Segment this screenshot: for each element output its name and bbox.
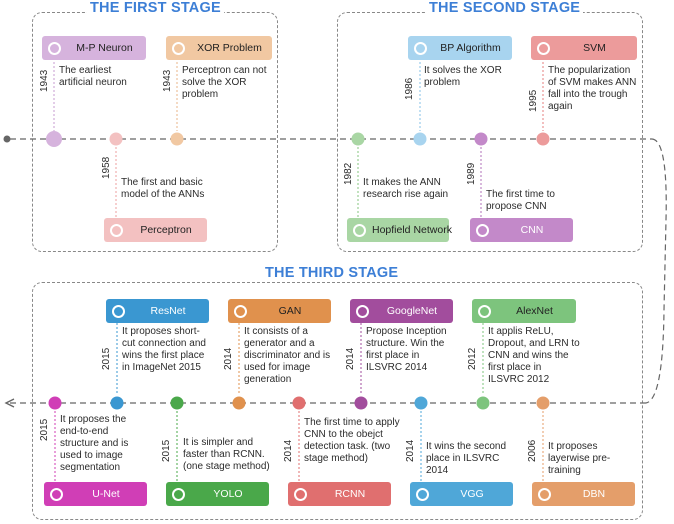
- ring-icon: [110, 223, 123, 237]
- cnn-desc: The first time to propose CNN: [486, 189, 555, 212]
- yolo-year: 2015: [161, 439, 172, 462]
- ring-icon: [172, 487, 185, 501]
- vgg-label: VGG: [410, 482, 513, 506]
- svm-desc: The popularization of SVM makes ANN fall…: [548, 65, 637, 112]
- dbn-year: 2006: [527, 439, 538, 462]
- rcnn-label: RCNN: [288, 482, 391, 506]
- googlenet-desc: Propose Inception structure. Win the fir…: [366, 326, 447, 373]
- dot-yolo: [170, 396, 184, 410]
- gan-label: GAN: [228, 299, 331, 323]
- mp-neuron-label: M-P Neuron: [42, 36, 146, 60]
- hopfield-year: 1982: [343, 162, 354, 185]
- ring-icon: [538, 487, 551, 501]
- third-stage-title: THE THIRD STAGE: [262, 265, 402, 281]
- bp-algorithm-label: BP Algorithm: [408, 36, 512, 60]
- third-stage-box: [32, 282, 643, 520]
- perceptron-year: 1958: [101, 156, 112, 179]
- hopfield-desc: It makes the ANN research rise again: [363, 177, 449, 200]
- ring-icon: [48, 41, 61, 55]
- ring-icon: [478, 304, 491, 318]
- googlenet-label: GoogleNet: [350, 299, 453, 323]
- bp-algorithm-desc: It solves the XOR problem: [424, 65, 502, 88]
- dot-googlenet: [354, 396, 368, 410]
- xor-problem-year: 1943: [162, 69, 173, 92]
- vgg-desc: It wins the second place in ILSVRC 2014: [426, 441, 507, 476]
- alexnet-label: AlexNet: [472, 299, 576, 323]
- vgg-year: 2014: [405, 439, 416, 462]
- dot-rcnn: [292, 396, 306, 410]
- rcnn-desc: The first time to apply CNN to the obejc…: [304, 417, 400, 464]
- mp-neuron-year: 1943: [39, 69, 50, 92]
- hopfield-network-label: Hopfield Network: [347, 218, 452, 242]
- gan-year: 2014: [223, 347, 234, 370]
- unet-desc: It proposes the end-to-end structure and…: [60, 414, 129, 473]
- alexnet-desc: It applis ReLU, Dropout, and LRN to CNN …: [488, 326, 580, 385]
- dbn-desc: It proposes layerwise pre-training: [548, 441, 611, 476]
- dot-unet: [48, 396, 62, 410]
- mp-neuron-desc: The earliest artificial neuron: [59, 65, 127, 88]
- dot-gan: [232, 396, 246, 410]
- dot-svm: [536, 132, 550, 146]
- second-stage-title: THE SECOND STAGE: [426, 0, 584, 16]
- xor-problem-label: XOR Problem: [166, 36, 272, 60]
- resnet-desc: It proposes short-cut connection and win…: [122, 326, 206, 373]
- perceptron-label: Perceptron: [104, 218, 207, 242]
- ring-icon: [172, 41, 185, 55]
- ring-icon: [416, 487, 429, 501]
- cnn-year: 1989: [466, 162, 477, 185]
- svm-label: SVM: [531, 36, 637, 60]
- ring-icon: [537, 41, 550, 55]
- ring-icon: [112, 304, 125, 318]
- dot-perceptron: [109, 132, 123, 146]
- dot-mp: [46, 131, 62, 147]
- perceptron-desc: The first and basic model of the ANNs: [121, 177, 205, 200]
- gan-desc: It consists of a generator and a discrim…: [244, 326, 331, 385]
- dot-cnn: [474, 132, 488, 146]
- ring-icon: [353, 223, 366, 237]
- timeline-start-dot: [3, 135, 11, 143]
- dot-resnet: [110, 396, 124, 410]
- cnn-label: CNN: [470, 218, 573, 242]
- ring-icon: [476, 223, 489, 237]
- resnet-label: ResNet: [106, 299, 209, 323]
- bp-algorithm-year: 1986: [404, 77, 415, 100]
- yolo-label: YOLO: [166, 482, 269, 506]
- ring-icon: [234, 304, 247, 318]
- dot-xor: [170, 132, 184, 146]
- googlenet-year: 2014: [345, 347, 356, 370]
- dot-alexnet: [476, 396, 490, 410]
- first-stage-title: THE FIRST STAGE: [87, 0, 224, 16]
- resnet-year: 2015: [101, 347, 112, 370]
- unet-year: 2015: [39, 418, 50, 441]
- alexnet-year: 2012: [467, 347, 478, 370]
- xor-problem-desc: Perceptron can not solve the XOR problem: [182, 65, 267, 100]
- dot-dbn: [536, 396, 550, 410]
- rcnn-year: 2014: [283, 439, 294, 462]
- dot-vgg: [414, 396, 428, 410]
- dot-bp: [413, 132, 427, 146]
- ring-icon: [356, 304, 369, 318]
- dbn-label: DBN: [532, 482, 635, 506]
- unet-label: U-Net: [44, 482, 147, 506]
- ring-icon: [414, 41, 427, 55]
- dot-hopfield: [351, 132, 365, 146]
- ring-icon: [294, 487, 307, 501]
- curve-connector: [645, 138, 667, 404]
- ring-icon: [50, 487, 63, 501]
- svm-year: 1995: [528, 89, 539, 112]
- yolo-desc: It is simpler and faster than RCNN. (one…: [183, 437, 270, 472]
- timeline-end-arrow: [4, 398, 15, 408]
